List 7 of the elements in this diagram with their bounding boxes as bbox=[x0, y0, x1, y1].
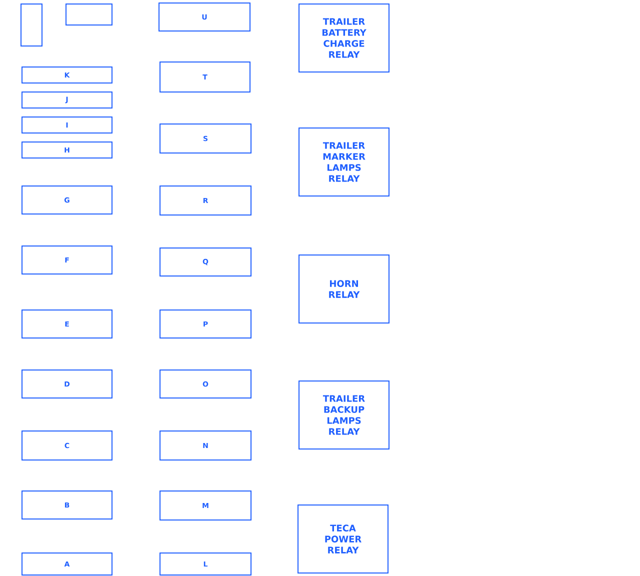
relay-box: TECA POWER RELAY bbox=[298, 504, 388, 574]
relay-box: TRAILER MARKER LAMPS RELAY bbox=[298, 128, 390, 196]
relay-box: TRAILER BACKUP LAMPS RELAY bbox=[298, 380, 390, 450]
empty-slot-box bbox=[66, 4, 112, 26]
relay-box: TRAILER BATTERY CHARGE RELAY bbox=[298, 4, 390, 72]
empty-slot-box bbox=[20, 4, 42, 46]
relay-box: HORN RELAY bbox=[298, 254, 390, 324]
